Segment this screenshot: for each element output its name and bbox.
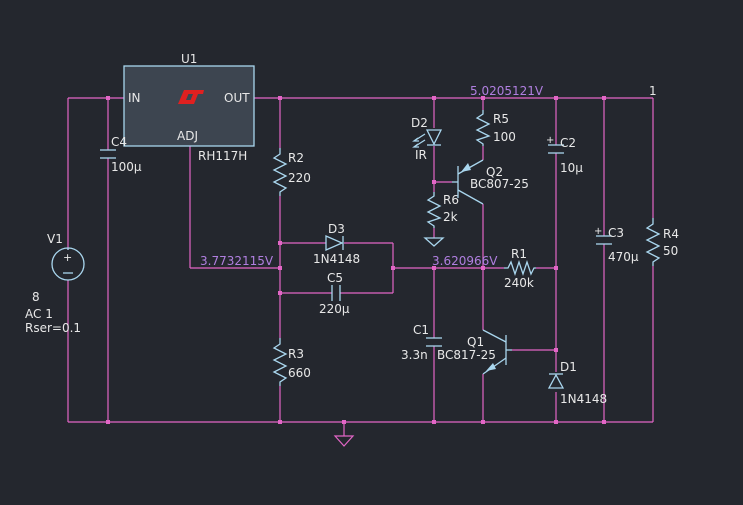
- ground-symbol-r6: [423, 237, 445, 247]
- capacitor-c4[interactable]: C4 100µ: [100, 135, 142, 174]
- ir-led-d2[interactable]: D2 IR: [411, 116, 443, 162]
- c2-ref: C2: [560, 136, 576, 150]
- plus-sign-icon: +: [63, 251, 72, 264]
- mid-voltage-label: 3.620966V: [432, 254, 498, 268]
- c5-ref: C5: [327, 271, 343, 285]
- resistor-r6[interactable]: R6 2k: [426, 192, 459, 228]
- c3-polarity-icon: +: [594, 226, 602, 237]
- q2-value: BC807-25: [470, 177, 529, 191]
- c3-value: 470µ: [608, 250, 639, 264]
- resistor-r2[interactable]: R2 220: [272, 148, 311, 196]
- r4-value: 50: [663, 244, 678, 258]
- out-voltage-label: 5.0205121V: [470, 84, 544, 98]
- r5-value: 100: [493, 130, 516, 144]
- r2-ref: R2: [288, 151, 304, 165]
- capacitor-c2[interactable]: + C2 10µ: [546, 135, 583, 175]
- regulator-model: RH117H: [198, 149, 247, 163]
- voltage-source-v1[interactable]: + V1 8 AC 1 Rser=0.1: [25, 232, 85, 335]
- r1-value: 240k: [504, 276, 534, 290]
- wires: [67, 97, 654, 436]
- diode-d1[interactable]: D1 1N4148: [547, 360, 607, 406]
- c1-value: 3.3n: [401, 348, 428, 362]
- transistor-q2[interactable]: Q2 BC807-25: [452, 159, 529, 205]
- r2-value: 220: [288, 171, 311, 185]
- capacitor-c1[interactable]: C1 3.3n: [401, 323, 442, 362]
- adj-voltage-label: 3.7732115V: [200, 254, 274, 268]
- resistor-r1[interactable]: R1 240k: [504, 247, 536, 290]
- d1-value: 1N4148: [560, 392, 607, 406]
- resistor-r5[interactable]: R5 100: [475, 110, 516, 146]
- d3-ref: D3: [328, 222, 345, 236]
- r6-ref: R6: [443, 193, 459, 207]
- resistor-r3[interactable]: R3 660: [272, 338, 311, 386]
- c4-ref: C4: [111, 135, 127, 149]
- source-value: 8: [32, 290, 40, 304]
- r3-ref: R3: [288, 347, 304, 361]
- d1-ref: D1: [560, 360, 577, 374]
- pin-out-label: OUT: [224, 91, 250, 105]
- regulator-ref: U1: [181, 52, 197, 66]
- source-ref: V1: [47, 232, 63, 246]
- resistor-r4[interactable]: R4 50: [645, 218, 679, 266]
- r1-ref: R1: [511, 247, 527, 261]
- q2-ref: Q2: [486, 165, 503, 179]
- d2-ref: D2: [411, 116, 428, 130]
- c2-polarity-icon: +: [546, 135, 554, 146]
- ground-symbol: [333, 435, 355, 447]
- source-rser: Rser=0.1: [25, 321, 81, 335]
- pin-adj-label: ADJ: [177, 129, 198, 143]
- capacitor-c5[interactable]: C5 220µ: [319, 271, 350, 316]
- d3-value: 1N4148: [313, 252, 360, 266]
- c1-ref: C1: [413, 323, 429, 337]
- light-arrows-icon: [412, 133, 426, 148]
- c3-ref: C3: [608, 226, 624, 240]
- transistor-q1[interactable]: Q1 BC817-25: [437, 329, 512, 375]
- diode-d3[interactable]: D3 1N4148: [313, 222, 360, 266]
- c5-value: 220µ: [319, 302, 350, 316]
- r5-ref: R5: [493, 112, 509, 126]
- junctions: [106, 96, 606, 424]
- q1-value: BC817-25: [437, 348, 496, 362]
- d2-value: IR: [415, 148, 427, 162]
- r4-ref: R4: [663, 227, 679, 241]
- r6-value: 2k: [443, 210, 458, 224]
- r3-value: 660: [288, 366, 311, 380]
- regulator-u1[interactable]: U1 IN OUT ADJ RH117H: [123, 52, 255, 163]
- c2-value: 10µ: [560, 161, 583, 175]
- c4-value: 100µ: [111, 160, 142, 174]
- net-label: 1: [649, 84, 657, 98]
- q1-ref: Q1: [467, 335, 484, 349]
- source-ac: AC 1: [25, 307, 53, 321]
- pin-in-label: IN: [128, 91, 141, 105]
- lt-logo-icon: [178, 90, 204, 104]
- capacitor-c3[interactable]: + C3 470µ: [594, 226, 639, 264]
